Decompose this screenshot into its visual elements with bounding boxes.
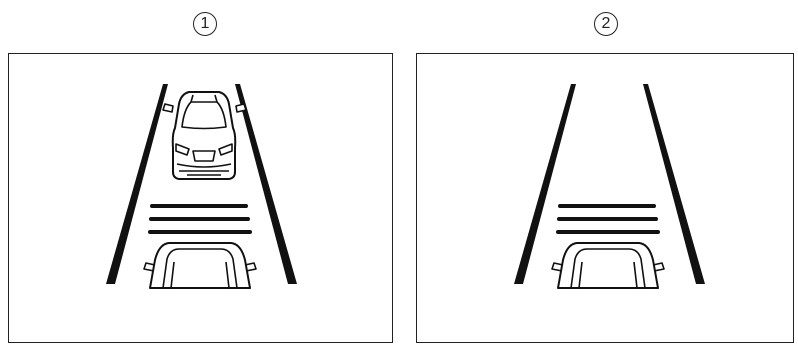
panel-1: 1 <box>0 0 400 345</box>
right-lane-line <box>235 84 297 284</box>
preceding-vehicle-icon <box>163 92 246 179</box>
scene-1 <box>9 54 394 344</box>
panel-label-1: 1 <box>193 12 217 36</box>
display-frame-1 <box>8 53 393 343</box>
panel-2: 2 <box>400 0 798 345</box>
distance-bar-1 <box>558 204 656 208</box>
panel-label-2: 2 <box>594 12 618 36</box>
own-vehicle-icon <box>144 243 256 288</box>
right-lane-line <box>643 84 705 284</box>
scene-2 <box>417 54 795 344</box>
distance-bar-1 <box>150 204 248 208</box>
distance-bar-2 <box>149 217 250 221</box>
distance-bars <box>556 204 660 234</box>
display-frame-2 <box>416 53 794 343</box>
own-vehicle-icon <box>552 243 664 288</box>
distance-bar-3 <box>556 230 660 234</box>
distance-bars <box>148 204 252 234</box>
distance-bar-3 <box>148 230 252 234</box>
distance-bar-2 <box>557 217 658 221</box>
